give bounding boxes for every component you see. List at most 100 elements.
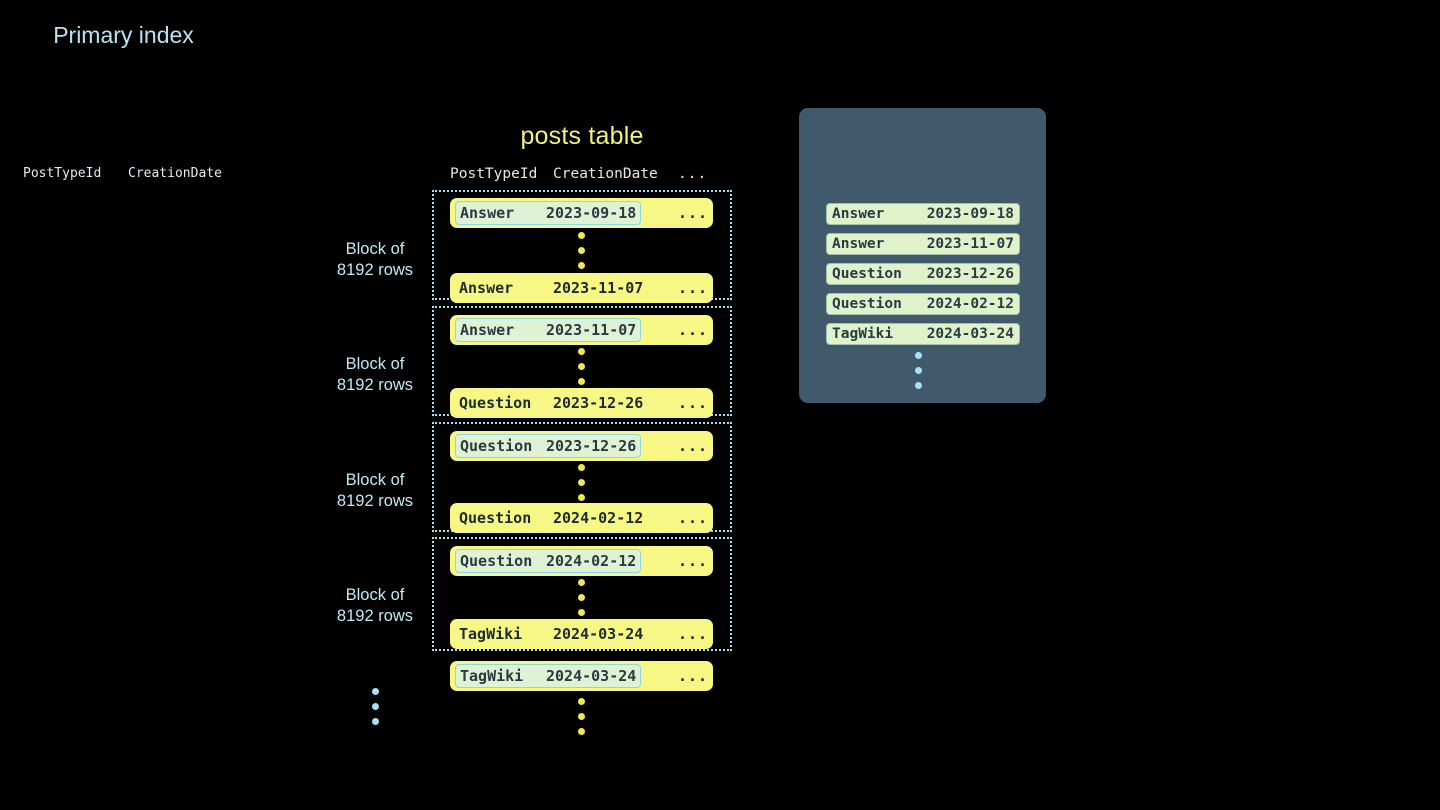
cell-creationdate: 2023-12-26 — [553, 394, 644, 412]
index-cell-creationdate: 2023-12-26 — [926, 266, 1014, 282]
index-column-header-posttypeid: PostTypeId — [23, 166, 102, 181]
table-row[interactable]: Answer 2023-09-18 ... — [450, 198, 713, 228]
cell-posttypeid: Answer — [460, 204, 515, 222]
block-1-label-line2: 8192 rows — [336, 261, 414, 279]
cell-more: ... — [678, 204, 709, 222]
cell-creationdate: 2024-03-24 — [546, 667, 637, 685]
cell-posttypeid: TagWiki — [459, 625, 523, 643]
index-cell-posttypeid: TagWiki — [832, 326, 894, 342]
cell-more: ... — [678, 552, 709, 570]
cell-posttypeid: Question — [460, 552, 533, 570]
granule-mark-highlight: Answer 2023-09-18 — [455, 201, 642, 225]
index-cell-posttypeid: Question — [832, 266, 902, 282]
dot — [915, 382, 922, 389]
row-gap-dots — [578, 348, 585, 385]
block-1-label: Block of 8192 rows — [300, 239, 450, 281]
cell-creationdate: 2023-11-07 — [546, 321, 637, 339]
dot — [578, 579, 585, 586]
index-entry[interactable]: Answer 2023-09-18 — [826, 203, 1020, 225]
cell-creationdate: 2023-12-26 — [546, 437, 637, 455]
dot — [578, 262, 585, 269]
block-3-label: Block of 8192 rows — [300, 470, 450, 512]
index-entry[interactable]: TagWiki 2024-03-24 — [826, 323, 1020, 345]
cell-creationdate: 2024-03-24 — [553, 625, 644, 643]
block-4-label: Block of 8192 rows — [300, 585, 450, 627]
posts-table-title: posts table — [520, 122, 644, 150]
cell-more: ... — [678, 667, 709, 685]
dot — [578, 698, 585, 705]
table-row[interactable]: Question 2024-02-12 ... — [450, 503, 713, 533]
row-cells: Answer 2023-11-07 — [450, 273, 663, 303]
index-cell-creationdate: 2024-02-12 — [926, 296, 1014, 312]
index-cell-posttypeid: Question — [832, 296, 902, 312]
cell-more: ... — [678, 321, 709, 339]
table-row[interactable]: TagWiki 2024-03-24 ... — [450, 619, 713, 649]
cell-more: ... — [678, 437, 709, 455]
index-continuation-dots — [915, 352, 922, 389]
cell-posttypeid: Question — [460, 437, 533, 455]
cell-more: ... — [678, 279, 709, 297]
granule-mark-highlight: Question 2024-02-12 — [455, 549, 642, 573]
cell-more: ... — [678, 394, 709, 412]
index-entry[interactable]: Answer 2023-11-07 — [826, 233, 1020, 255]
column-header-posttypeid: PostTypeId — [450, 166, 538, 182]
cell-posttypeid: Answer — [460, 321, 515, 339]
dot — [372, 688, 379, 695]
dot — [578, 594, 585, 601]
table-continuation-dots — [578, 698, 585, 735]
table-row[interactable]: Question 2023-12-26 ... — [450, 388, 713, 418]
index-entry[interactable]: Question 2024-02-12 — [826, 293, 1020, 315]
block-1-label-line1: Block of — [345, 240, 405, 258]
dot — [578, 479, 585, 486]
index-cell-posttypeid: Answer — [832, 206, 885, 222]
dot — [578, 713, 585, 720]
block-3-label-line1: Block of — [345, 471, 405, 489]
cell-posttypeid: Question — [459, 509, 532, 527]
index-column-header-creationdate: CreationDate — [128, 166, 222, 181]
block-4-label-line1: Block of — [345, 586, 405, 604]
dot — [578, 494, 585, 501]
block-2-label-line1: Block of — [345, 355, 405, 373]
row-gap-dots — [578, 579, 585, 616]
dot — [372, 718, 379, 725]
dot — [578, 363, 585, 370]
dot — [578, 247, 585, 254]
block-4 — [432, 537, 732, 651]
block-2-label-line2: 8192 rows — [336, 376, 414, 394]
posts-table-column-headers: PostTypeId CreationDate ... — [450, 166, 714, 186]
row-cells: TagWiki 2024-03-24 — [450, 619, 663, 649]
cell-creationdate: 2024-02-12 — [546, 552, 637, 570]
block-continuation-dots — [372, 688, 379, 725]
primary-index-panel — [799, 108, 1046, 403]
table-row[interactable]: Question 2024-02-12 ... — [450, 546, 713, 576]
dot — [915, 352, 922, 359]
index-cell-creationdate: 2024-03-24 — [926, 326, 1014, 342]
dot — [915, 367, 922, 374]
primary-index-title: Primary index — [53, 22, 194, 48]
cell-creationdate: 2024-02-12 — [553, 509, 644, 527]
dot — [578, 728, 585, 735]
row-cells: Question 2024-02-12 — [450, 503, 663, 533]
row-cells: Question 2023-12-26 — [450, 388, 663, 418]
block-4-label-line2: 8192 rows — [336, 607, 414, 625]
table-row[interactable]: Answer 2023-11-07 ... — [450, 273, 713, 303]
granule-mark-highlight: Answer 2023-11-07 — [455, 318, 642, 342]
dot — [578, 348, 585, 355]
dot — [578, 464, 585, 471]
column-header-creationdate: CreationDate — [553, 166, 658, 182]
index-entry[interactable]: Question 2023-12-26 — [826, 263, 1020, 285]
cell-posttypeid: Question — [459, 394, 532, 412]
granule-mark-highlight: Question 2023-12-26 — [455, 434, 642, 458]
cell-posttypeid: TagWiki — [460, 667, 524, 685]
table-row[interactable]: Question 2023-12-26 ... — [450, 431, 713, 461]
dot — [578, 232, 585, 239]
dot — [578, 378, 585, 385]
table-row[interactable]: TagWiki 2024-03-24 ... — [450, 661, 713, 691]
table-row[interactable]: Answer 2023-11-07 ... — [450, 315, 713, 345]
granule-mark-highlight: TagWiki 2024-03-24 — [455, 664, 642, 688]
cell-posttypeid: Answer — [459, 279, 514, 297]
primary-index-column-headers: PostTypeId CreationDate — [23, 166, 233, 186]
cell-more: ... — [678, 625, 709, 643]
index-cell-posttypeid: Answer — [832, 236, 885, 252]
